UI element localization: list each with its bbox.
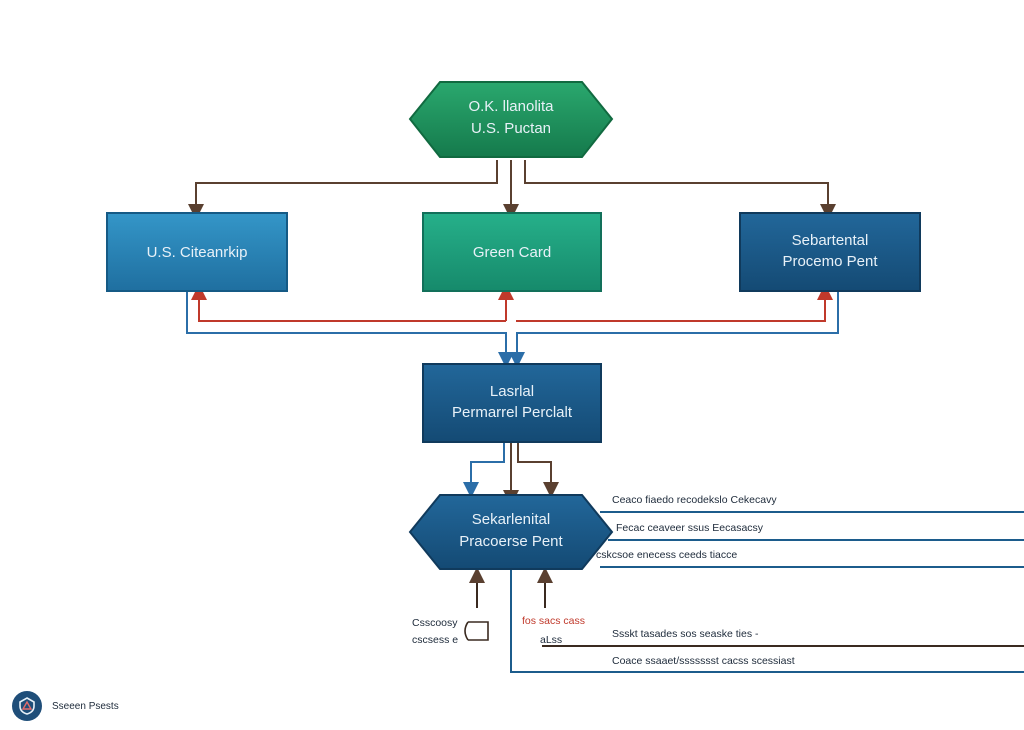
note-right-2: Fecac ceaveer ssus Eecasacsy	[616, 522, 764, 534]
node-middle-line1: Lasrlal	[490, 383, 534, 400]
footer-label: Sseeen Psests	[52, 700, 119, 712]
arrow-red-to-left	[191, 284, 506, 322]
node-bottom[interactable]: Sekarlenital Pracoerse Pent	[408, 494, 614, 570]
arrow-blue-left-down	[186, 292, 514, 368]
connectors-top	[188, 160, 836, 220]
arrow-mid-right	[517, 442, 559, 498]
arrow-mid-left	[463, 442, 505, 498]
annotations: Ceaco fiaedo recodekslo Cekecavy Fecac c…	[412, 494, 795, 667]
leader-bottom-loop	[510, 570, 1024, 673]
node-middle[interactable]: Lasrlal Permarrel Perclalt	[422, 363, 602, 443]
note-left-small-1: Csscoosy	[412, 617, 458, 629]
node-bottom-line2: Pracoerse Pent	[459, 533, 563, 550]
node-top[interactable]: O.K. llanolita U.S. Puctan	[408, 81, 614, 158]
leader-lines	[469, 511, 1024, 673]
note-red-small-2: aLss	[540, 634, 562, 646]
connectors-row-middle	[186, 284, 839, 368]
node-left-label: U.S. Citeanrkip	[147, 244, 248, 261]
connectors-middle-bottom	[463, 442, 559, 506]
arrow-top-to-right	[524, 160, 836, 220]
note-red-small-1: fos sacs cass	[522, 615, 585, 627]
node-left[interactable]: U.S. Citeanrkip	[106, 212, 288, 292]
note-bottom-1: Ssskt tasades sos seaske ties -	[612, 628, 759, 640]
note-left-small-2: cscsess e	[412, 634, 458, 646]
node-right-line2: Procemo Pent	[782, 253, 878, 270]
node-top-line1: O.K. llanolita	[468, 98, 554, 115]
shield-icon	[12, 691, 42, 721]
note-right-1: Ceaco fiaedo recodekslo Cekecavy	[612, 494, 777, 506]
node-bottom-line1: Sekarlenital	[472, 511, 550, 528]
note-bottom-2: Coace ssaaet/ssssssst cacss scessiast	[612, 655, 795, 667]
node-right[interactable]: Sebartental Procemo Pent	[739, 212, 921, 292]
scroll-icon	[464, 621, 489, 641]
footer: Sseeen Psests	[12, 690, 119, 722]
node-center[interactable]: Green Card	[422, 212, 602, 292]
node-top-line2: U.S. Puctan	[471, 120, 551, 137]
arrow-top-to-left	[188, 160, 498, 220]
arrow-blue-right-down	[509, 292, 839, 368]
node-center-label: Green Card	[473, 244, 551, 261]
note-right-3: cskcsoe enecess ceeds tiacce	[596, 549, 737, 561]
arrow-red-to-right	[516, 284, 833, 322]
node-middle-line2: Permarrel Perclalt	[452, 404, 573, 421]
node-right-line1: Sebartental	[792, 232, 869, 249]
